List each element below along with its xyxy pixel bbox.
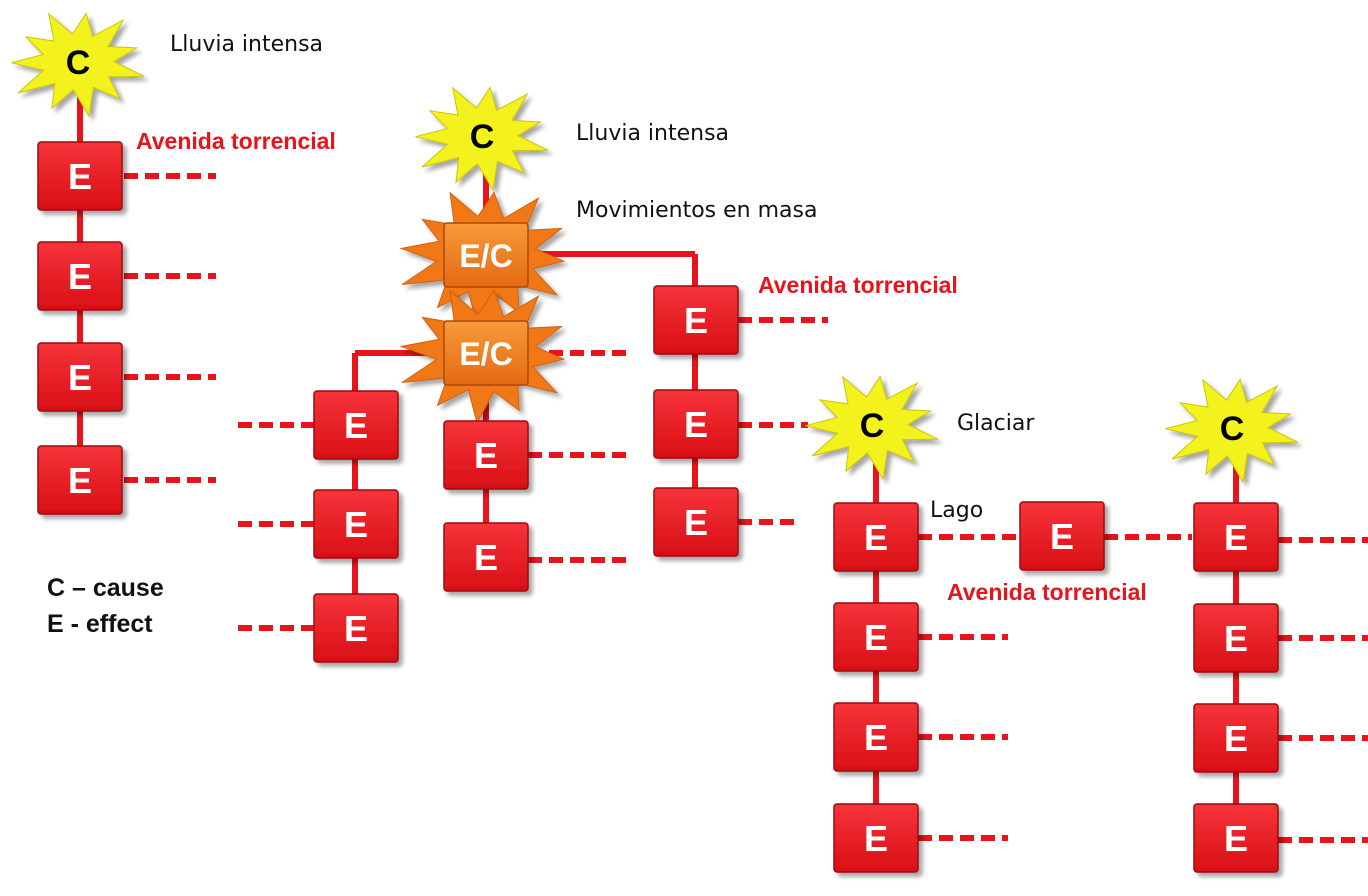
effect-node-chain3-3: E <box>653 487 739 557</box>
effect-node-chain5-1: E <box>1193 502 1279 572</box>
effect-cause-node-label: E/C <box>459 238 512 274</box>
label-lluvia-intensa-1: Lluvia intensa <box>170 32 324 57</box>
effect-cause-node-label: E/C <box>459 336 512 372</box>
effect-node-chain4-3: E <box>833 702 919 772</box>
label-lluvia-intensa-2: Lluvia intensa <box>576 121 730 146</box>
effect-cause-node-1: E/C <box>399 191 566 326</box>
effect-node-left-branch-3: E <box>313 593 399 663</box>
effect-node-label: E <box>1224 618 1248 659</box>
effect-node-label: E <box>684 502 708 543</box>
effect-node-chain3-1: E <box>653 285 739 355</box>
cause-node-chain2: C <box>415 86 549 192</box>
effect-node-chain1-1: E <box>37 141 123 211</box>
effect-node-chain4-4: E <box>833 803 919 873</box>
effect-node-label: E <box>68 156 92 197</box>
effect-node-label: E <box>1050 516 1074 557</box>
cause-node-label: C <box>860 407 885 445</box>
legend-effect: E - effect <box>47 610 153 638</box>
legend-cause: C – cause <box>47 574 164 602</box>
effect-node-lake: E <box>1019 501 1105 571</box>
diagram-nodes: C E E E E C E/C E/C E E E E E E E E C E E E E E C E E E E <box>11 12 1299 873</box>
effect-node-chain2-2: E <box>443 522 529 592</box>
effect-node-label: E <box>1224 818 1248 859</box>
label-movimientos-en-masa: Movimientos en masa <box>576 198 818 223</box>
effect-node-label: E <box>684 404 708 445</box>
label-avenida-torrencial-1: Avenida torrencial <box>136 128 336 154</box>
effect-node-left-branch-2: E <box>313 489 399 559</box>
effect-node-label: E <box>474 435 498 476</box>
effect-node-chain1-4: E <box>37 445 123 515</box>
effect-cause-node-2: E/C <box>399 289 566 424</box>
dashed-connectors <box>124 173 1368 843</box>
effect-node-label: E <box>684 300 708 341</box>
effect-node-label: E <box>864 617 888 658</box>
effect-node-label: E <box>68 460 92 501</box>
legend: C – cause E - effect <box>47 570 164 642</box>
effect-node-chain5-3: E <box>1193 703 1279 773</box>
effect-node-chain4-2: E <box>833 602 919 672</box>
cause-node-label: C <box>66 44 91 82</box>
effect-node-chain3-2: E <box>653 389 739 459</box>
label-avenida-torrencial-2: Avenida torrencial <box>758 272 958 298</box>
effect-node-left-branch-1: E <box>313 390 399 460</box>
effect-node-label: E <box>68 256 92 297</box>
effect-node-label: E <box>864 517 888 558</box>
effect-node-label: E <box>344 608 368 649</box>
cause-node-label: C <box>470 118 495 156</box>
effect-node-chain1-2: E <box>37 241 123 311</box>
effect-node-chain5-2: E <box>1193 603 1279 673</box>
label-avenida-torrencial-3: Avenida torrencial <box>947 579 1147 605</box>
effect-node-label: E <box>344 504 368 545</box>
cause-node-chain1: C <box>11 12 145 118</box>
effect-node-chain4-1: E <box>833 502 919 572</box>
label-lago: Lago <box>930 498 984 523</box>
label-glaciar: Glaciar <box>957 411 1035 436</box>
effect-node-chain2-1: E <box>443 420 529 490</box>
effect-node-label: E <box>864 717 888 758</box>
effect-node-label: E <box>1224 718 1248 759</box>
effect-node-label: E <box>344 405 368 446</box>
effect-node-label: E <box>864 818 888 859</box>
effect-node-label: E <box>474 537 498 578</box>
effect-node-label: E <box>1224 517 1248 558</box>
effect-node-chain5-4: E <box>1193 803 1279 873</box>
cause-node-chain4: C <box>805 375 939 481</box>
cause-node-chain5: C <box>1165 378 1299 484</box>
effect-node-label: E <box>68 357 92 398</box>
effect-node-chain1-3: E <box>37 342 123 412</box>
cause-node-label: C <box>1220 410 1245 448</box>
